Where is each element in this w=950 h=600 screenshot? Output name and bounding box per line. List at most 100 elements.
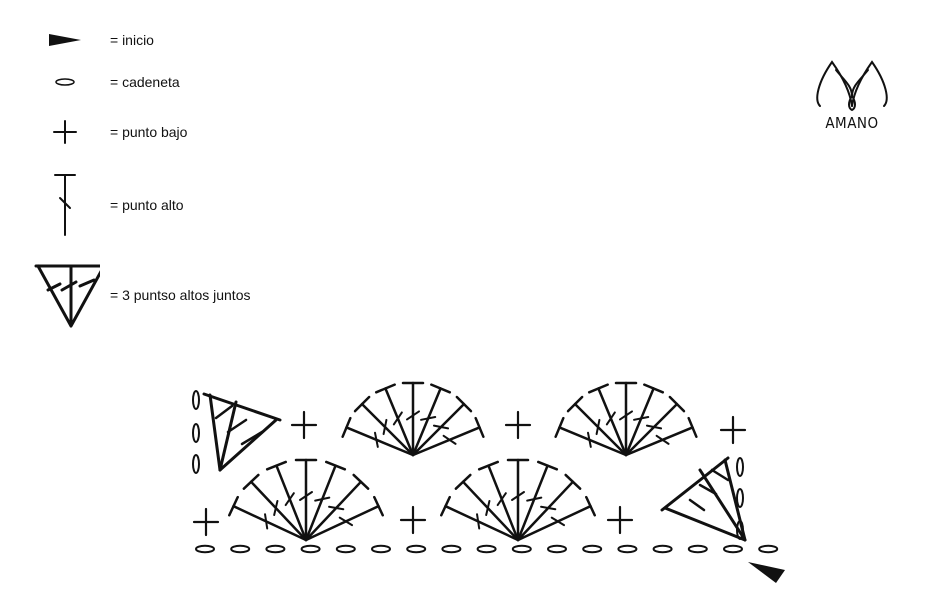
double-crochet [516, 504, 592, 542]
double-crochet [228, 495, 239, 517]
legend-double-crochet: = punto alto [30, 172, 184, 238]
double-crochet [382, 418, 388, 436]
double-crochet [430, 383, 452, 394]
double-crochet [392, 411, 403, 426]
double-crochet [455, 395, 473, 413]
double-crochet [643, 383, 665, 394]
chain-stitch [511, 544, 532, 554]
double-crochet [687, 416, 698, 438]
double-crochet [487, 464, 520, 542]
double-crochet [619, 410, 633, 421]
chain-stitch [192, 454, 200, 474]
double-crochet [554, 416, 565, 438]
double-crochet [587, 431, 592, 448]
double-crochet [411, 402, 466, 457]
double-crochet [573, 402, 628, 457]
chain-stitch [687, 544, 708, 554]
double-crochet [314, 496, 331, 502]
cluster-3dc [660, 456, 730, 512]
cluster-3dc [214, 404, 234, 420]
chain-stitch [736, 488, 744, 508]
cluster-3dc [218, 400, 238, 472]
chain-stitch-icon [30, 72, 100, 92]
cluster-3dc [226, 418, 248, 434]
chain-stitch [192, 423, 200, 443]
double-crochet [384, 387, 415, 457]
double-crochet [605, 411, 616, 426]
legend-chain: = cadeneta [30, 72, 180, 92]
chain-stitch [582, 544, 603, 554]
cluster-3dc [218, 418, 278, 472]
logo-text: AMANO [825, 114, 879, 132]
brand-logo: AMANO [812, 56, 892, 146]
double-crochet [668, 395, 686, 413]
double-crochet [477, 460, 500, 471]
start-arrow-icon [748, 562, 785, 583]
double-crochet [324, 460, 347, 471]
double-crochet [476, 513, 481, 530]
double-crochet [345, 426, 415, 457]
cluster-3dc [240, 430, 264, 446]
double-crochet [624, 402, 679, 457]
double-crochet [373, 495, 384, 517]
double-crochet [496, 492, 507, 507]
double-crochet [566, 395, 584, 413]
double-crochet [341, 416, 352, 438]
legend-label-double-crochet: = punto alto [110, 197, 184, 213]
cluster-3dc [698, 483, 718, 496]
double-crochet [442, 434, 457, 445]
chain-stitch [406, 544, 427, 554]
double-crochet [406, 410, 420, 421]
double-crochet [420, 416, 437, 421]
crochet-chart [192, 381, 785, 583]
chain-stitch [371, 544, 391, 554]
chain-stitch [736, 457, 744, 477]
double-crochet [411, 387, 442, 457]
legend-label-chain: = cadeneta [110, 74, 180, 90]
double-crochet [440, 495, 451, 517]
double-crochet [587, 383, 609, 394]
cluster-3dc [698, 468, 747, 542]
double-crochet [374, 383, 396, 394]
double-crochet [655, 434, 670, 445]
cluster-3dc [688, 498, 706, 512]
single-crochet-icon [30, 117, 100, 147]
double-crochet [273, 499, 279, 517]
cluster-3dc-icon [30, 260, 100, 330]
double-crochet [485, 499, 491, 517]
legend-label-cluster: = 3 puntso altos juntos [110, 287, 251, 303]
double-crochet [536, 460, 559, 471]
chain-stitch [300, 544, 321, 554]
double-crochet [374, 431, 379, 448]
chain-stitch [230, 544, 251, 554]
double-crochet [338, 516, 354, 527]
double-crochet-icon [30, 172, 100, 238]
chain-stitch [335, 544, 356, 554]
cluster-3dc [710, 468, 730, 482]
double-crochet [585, 495, 596, 517]
chain-stitch [476, 544, 497, 554]
legend-label-single-crochet: = punto bajo [110, 124, 188, 140]
double-crochet [540, 505, 557, 511]
double-crochet [474, 416, 485, 438]
chain-stitch [547, 544, 567, 554]
double-crochet [284, 492, 295, 507]
cluster-3dc [663, 506, 747, 542]
chain-stitch [265, 544, 286, 554]
double-crochet [328, 505, 345, 511]
double-crochet [526, 496, 543, 502]
double-crochet [299, 491, 313, 501]
double-crochet [353, 395, 371, 413]
double-crochet [624, 426, 694, 457]
double-crochet [304, 504, 380, 542]
legend-single-crochet: = punto bajo [30, 117, 187, 147]
legend-cluster: = 3 puntso altos juntos [30, 260, 251, 330]
double-crochet [454, 473, 472, 490]
double-crochet [249, 480, 308, 542]
double-crochet [597, 387, 628, 457]
cluster-3dc [723, 458, 747, 542]
start-arrow-icon [30, 30, 100, 50]
double-crochet [304, 464, 337, 542]
double-crochet [242, 473, 260, 490]
double-crochet [633, 416, 650, 421]
